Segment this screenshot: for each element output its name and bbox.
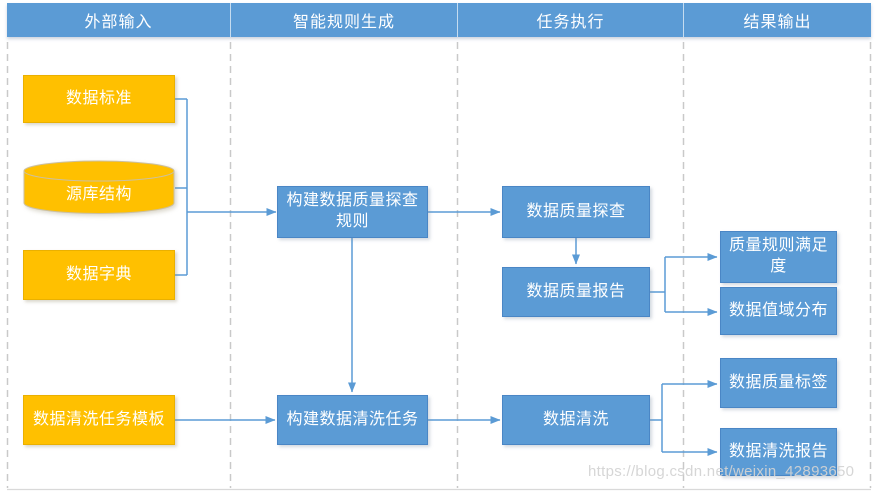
watermark-text: https://blog.csdn.net/weixin_42893650 [588,463,855,480]
lane-header-task-execution: 任务执行 [457,3,683,37]
input-bracket-line [175,98,188,276]
node-build-probe-rules: 构建数据质量探查 规则 [277,186,428,238]
database-cylinder-icon [23,160,175,214]
node-source-schema: 源库结构 [23,160,175,215]
node-quality-probe: 数据质量探查 [502,186,650,238]
node-cleaning-report: 数据清洗报告 [720,428,837,476]
lane-header-external-input: 外部输入 [84,14,153,31]
node-quality-labels: 数据质量标签 [720,358,837,408]
cleaning-branch-line [650,384,663,452]
report-branch-line [650,257,666,312]
lane-header-result-output: 结果输出 [683,3,871,37]
node-data-standard: 数据标准 [23,75,175,123]
node-cleaning-task-template: 数据清洗任务模板 [23,395,175,445]
node-rule-satisfaction: 质量规则满足 度 [720,231,837,283]
node-quality-report: 数据质量报告 [502,267,650,317]
node-source-schema-label: 源库结构 [65,185,132,203]
node-data-cleaning: 数据清洗 [502,395,650,445]
node-value-distribution: 数据值域分布 [720,287,837,335]
lane-header-row: 外部输入 智能规则生成 任务执行 结果输出 [7,3,871,37]
node-data-dictionary: 数据字典 [23,250,175,300]
lane-header-rule-generation: 智能规则生成 [230,3,457,37]
node-build-cleaning-task: 构建数据清洗任务 [277,395,428,445]
